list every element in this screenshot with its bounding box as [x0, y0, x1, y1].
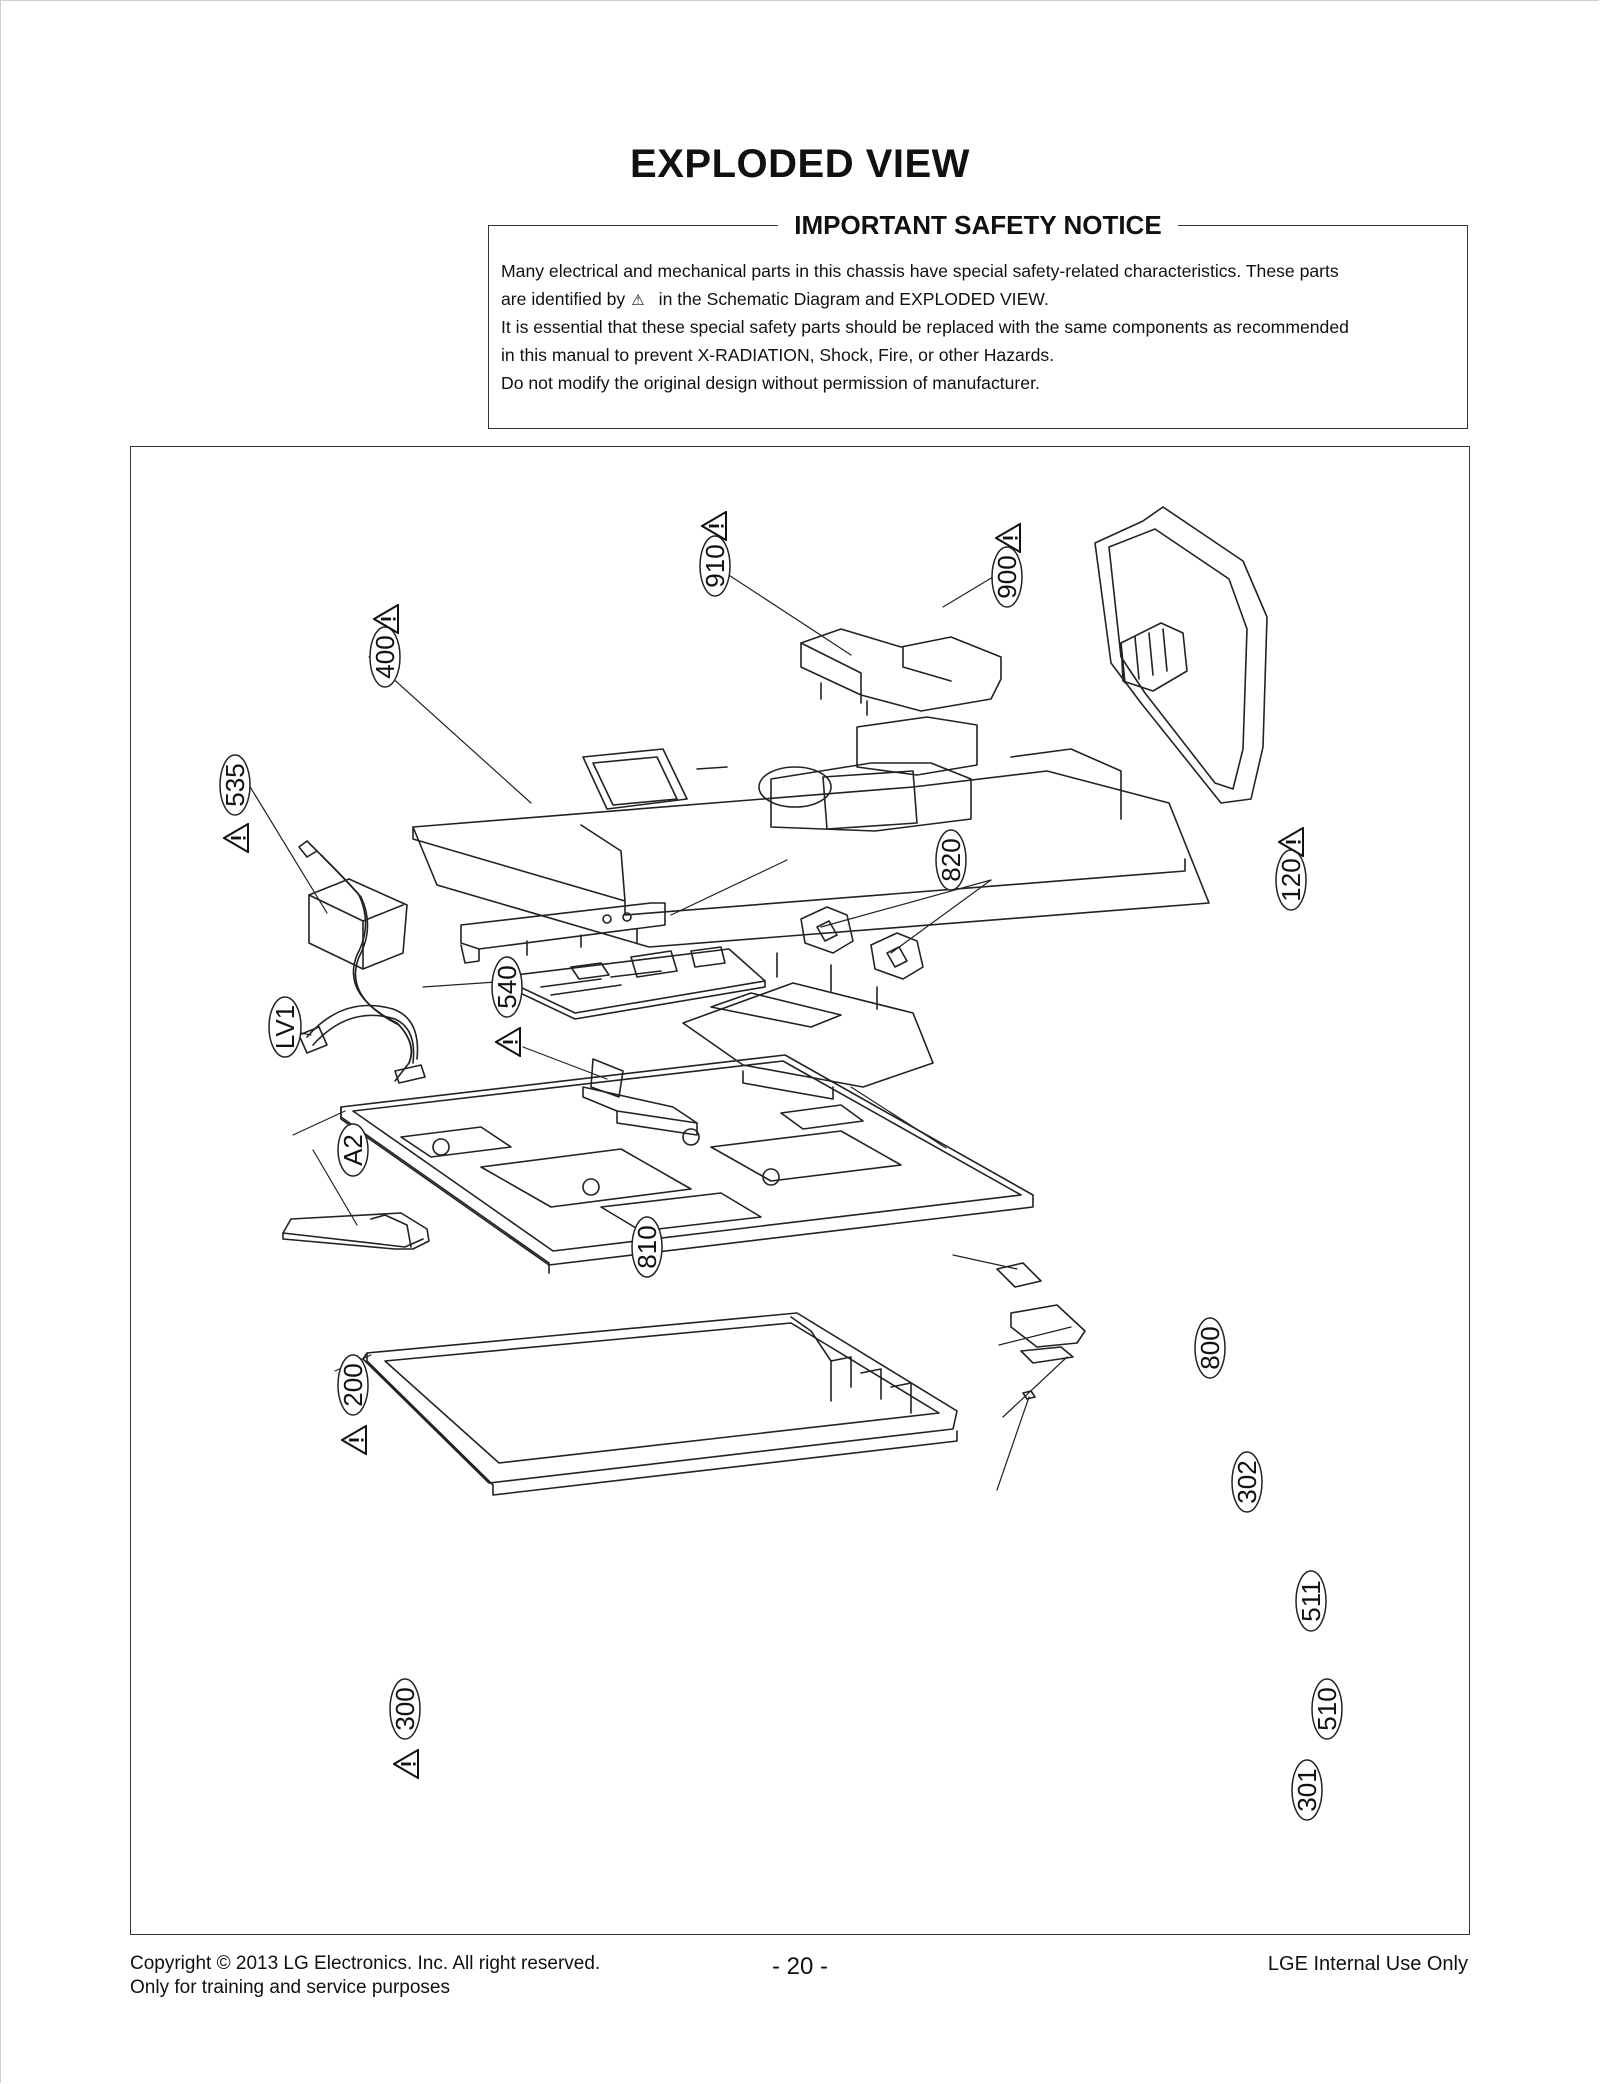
callout-label-910: 910	[700, 544, 730, 587]
front-bezel-part	[362, 1312, 958, 1496]
callout-label-400: 400	[370, 635, 400, 678]
callout-900: 900	[991, 546, 1023, 608]
callout-400: 400	[369, 626, 401, 688]
notice-line-4: in this manual to prevent X-RADIATION, S…	[501, 345, 1055, 366]
callout-511: 511	[1295, 1570, 1327, 1632]
callout-820: 820	[935, 829, 967, 891]
notice-line-2a: are identified by	[501, 288, 626, 309]
notice-line-3: It is essential that these special safet…	[501, 317, 1349, 338]
hinge-120-part	[800, 906, 924, 980]
callout-510: 510	[1311, 1678, 1343, 1740]
exploded-view-drawing: 910 900 400 535 LV1 820 120 540 A2 810	[219, 506, 1343, 1821]
callout-label-511: 511	[1296, 1580, 1326, 1621]
safety-notice-body: Many electrical and mechanical parts in …	[501, 258, 1455, 398]
board-bracket-part	[460, 902, 666, 964]
callout-200: 200	[337, 1354, 369, 1416]
callout-label-535: 535	[220, 763, 250, 806]
lvds-cable-part	[298, 1004, 426, 1084]
stand-bracket-part	[800, 628, 1002, 716]
warning-triangle-icon	[341, 1425, 367, 1455]
callout-label-820: 820	[936, 838, 966, 881]
shield-bracket-part	[682, 952, 934, 1100]
footer-internal: LGE Internal Use Only	[1267, 1953, 1468, 1975]
small-parts	[996, 1262, 1086, 1400]
part-302	[996, 1262, 1042, 1288]
page-title: EXPLODED VIEW	[630, 142, 970, 186]
callout-535: 535	[219, 754, 251, 816]
warning-triangle-icon	[223, 823, 249, 853]
callout-label-120: 120	[1276, 858, 1306, 901]
power-adapter-part	[298, 840, 413, 1082]
exploded-view-diagram: 910 900 400 535 LV1 820 120 540 A2 810	[130, 446, 1470, 1935]
callout-800: 800	[1194, 1317, 1226, 1379]
callout-120: 120	[1275, 849, 1307, 911]
callout-label-300: 300	[390, 1687, 420, 1730]
a2-part	[282, 1212, 430, 1250]
part-510	[1020, 1346, 1074, 1364]
notice-line-5: Do not modify the original design withou…	[501, 372, 1040, 393]
warning-triangle-icon: ⚠	[631, 291, 645, 309]
callout-label-200: 200	[338, 1363, 368, 1406]
middle-frame-part	[340, 1054, 1034, 1274]
notice-line-1: Many electrical and mechanical parts in …	[501, 261, 1339, 281]
callout-lv1: LV1	[268, 996, 302, 1058]
callout-a2: A2	[337, 1123, 369, 1177]
notice-line-2b: in the Schematic Diagram and EXPLODED VI…	[658, 288, 1049, 309]
callout-label-a2: A2	[338, 1134, 368, 1166]
leader-lines	[248, 565, 1072, 1491]
footer-copyright: Copyright © 2013 LG Electronics. Inc. Al…	[130, 1953, 601, 1974]
callout-301: 301	[1291, 1759, 1323, 1821]
main-board-part	[498, 946, 766, 1020]
callout-302: 302	[1231, 1451, 1263, 1513]
safety-notice-heading: IMPORTANT SAFETY NOTICE	[778, 210, 1178, 240]
callout-300: 300	[389, 1678, 421, 1740]
callout-label-800: 800	[1195, 1326, 1225, 1369]
callout-label-540: 540	[492, 965, 522, 1008]
notice-line-2: are identified by ⚠ in the Schematic Diagr…	[501, 286, 1455, 315]
callout-label-lv1: LV1	[270, 1005, 300, 1049]
callout-label-301: 301	[1292, 1768, 1322, 1811]
bracket-810-part	[582, 1058, 698, 1136]
callout-label-510: 510	[1312, 1687, 1342, 1730]
footer-left: Copyright © 2013 LG Electronics. Inc. Al…	[130, 1952, 600, 2000]
footer-purpose: Only for training and service purposes	[130, 1977, 450, 1998]
safety-notice-box: IMPORTANT SAFETY NOTICE Many electrical …	[488, 210, 1468, 429]
stand-base-part	[1094, 506, 1268, 804]
safety-notice-heading-wrap: IMPORTANT SAFETY NOTICE	[489, 210, 1467, 241]
callout-label-900: 900	[992, 555, 1022, 598]
back-cover-part	[412, 716, 1210, 948]
part-511	[1010, 1304, 1086, 1348]
callout-label-302: 302	[1232, 1460, 1262, 1503]
warning-triangle-icon	[495, 1027, 521, 1057]
part-301	[1022, 1390, 1036, 1400]
callout-810: 810	[631, 1216, 663, 1278]
callout-label-810: 810	[632, 1225, 662, 1268]
warning-triangle-icon	[393, 1749, 419, 1779]
callout-910: 910	[699, 535, 731, 597]
page-number: - 20 -	[771, 1953, 828, 1980]
callout-540: 540	[491, 956, 523, 1018]
